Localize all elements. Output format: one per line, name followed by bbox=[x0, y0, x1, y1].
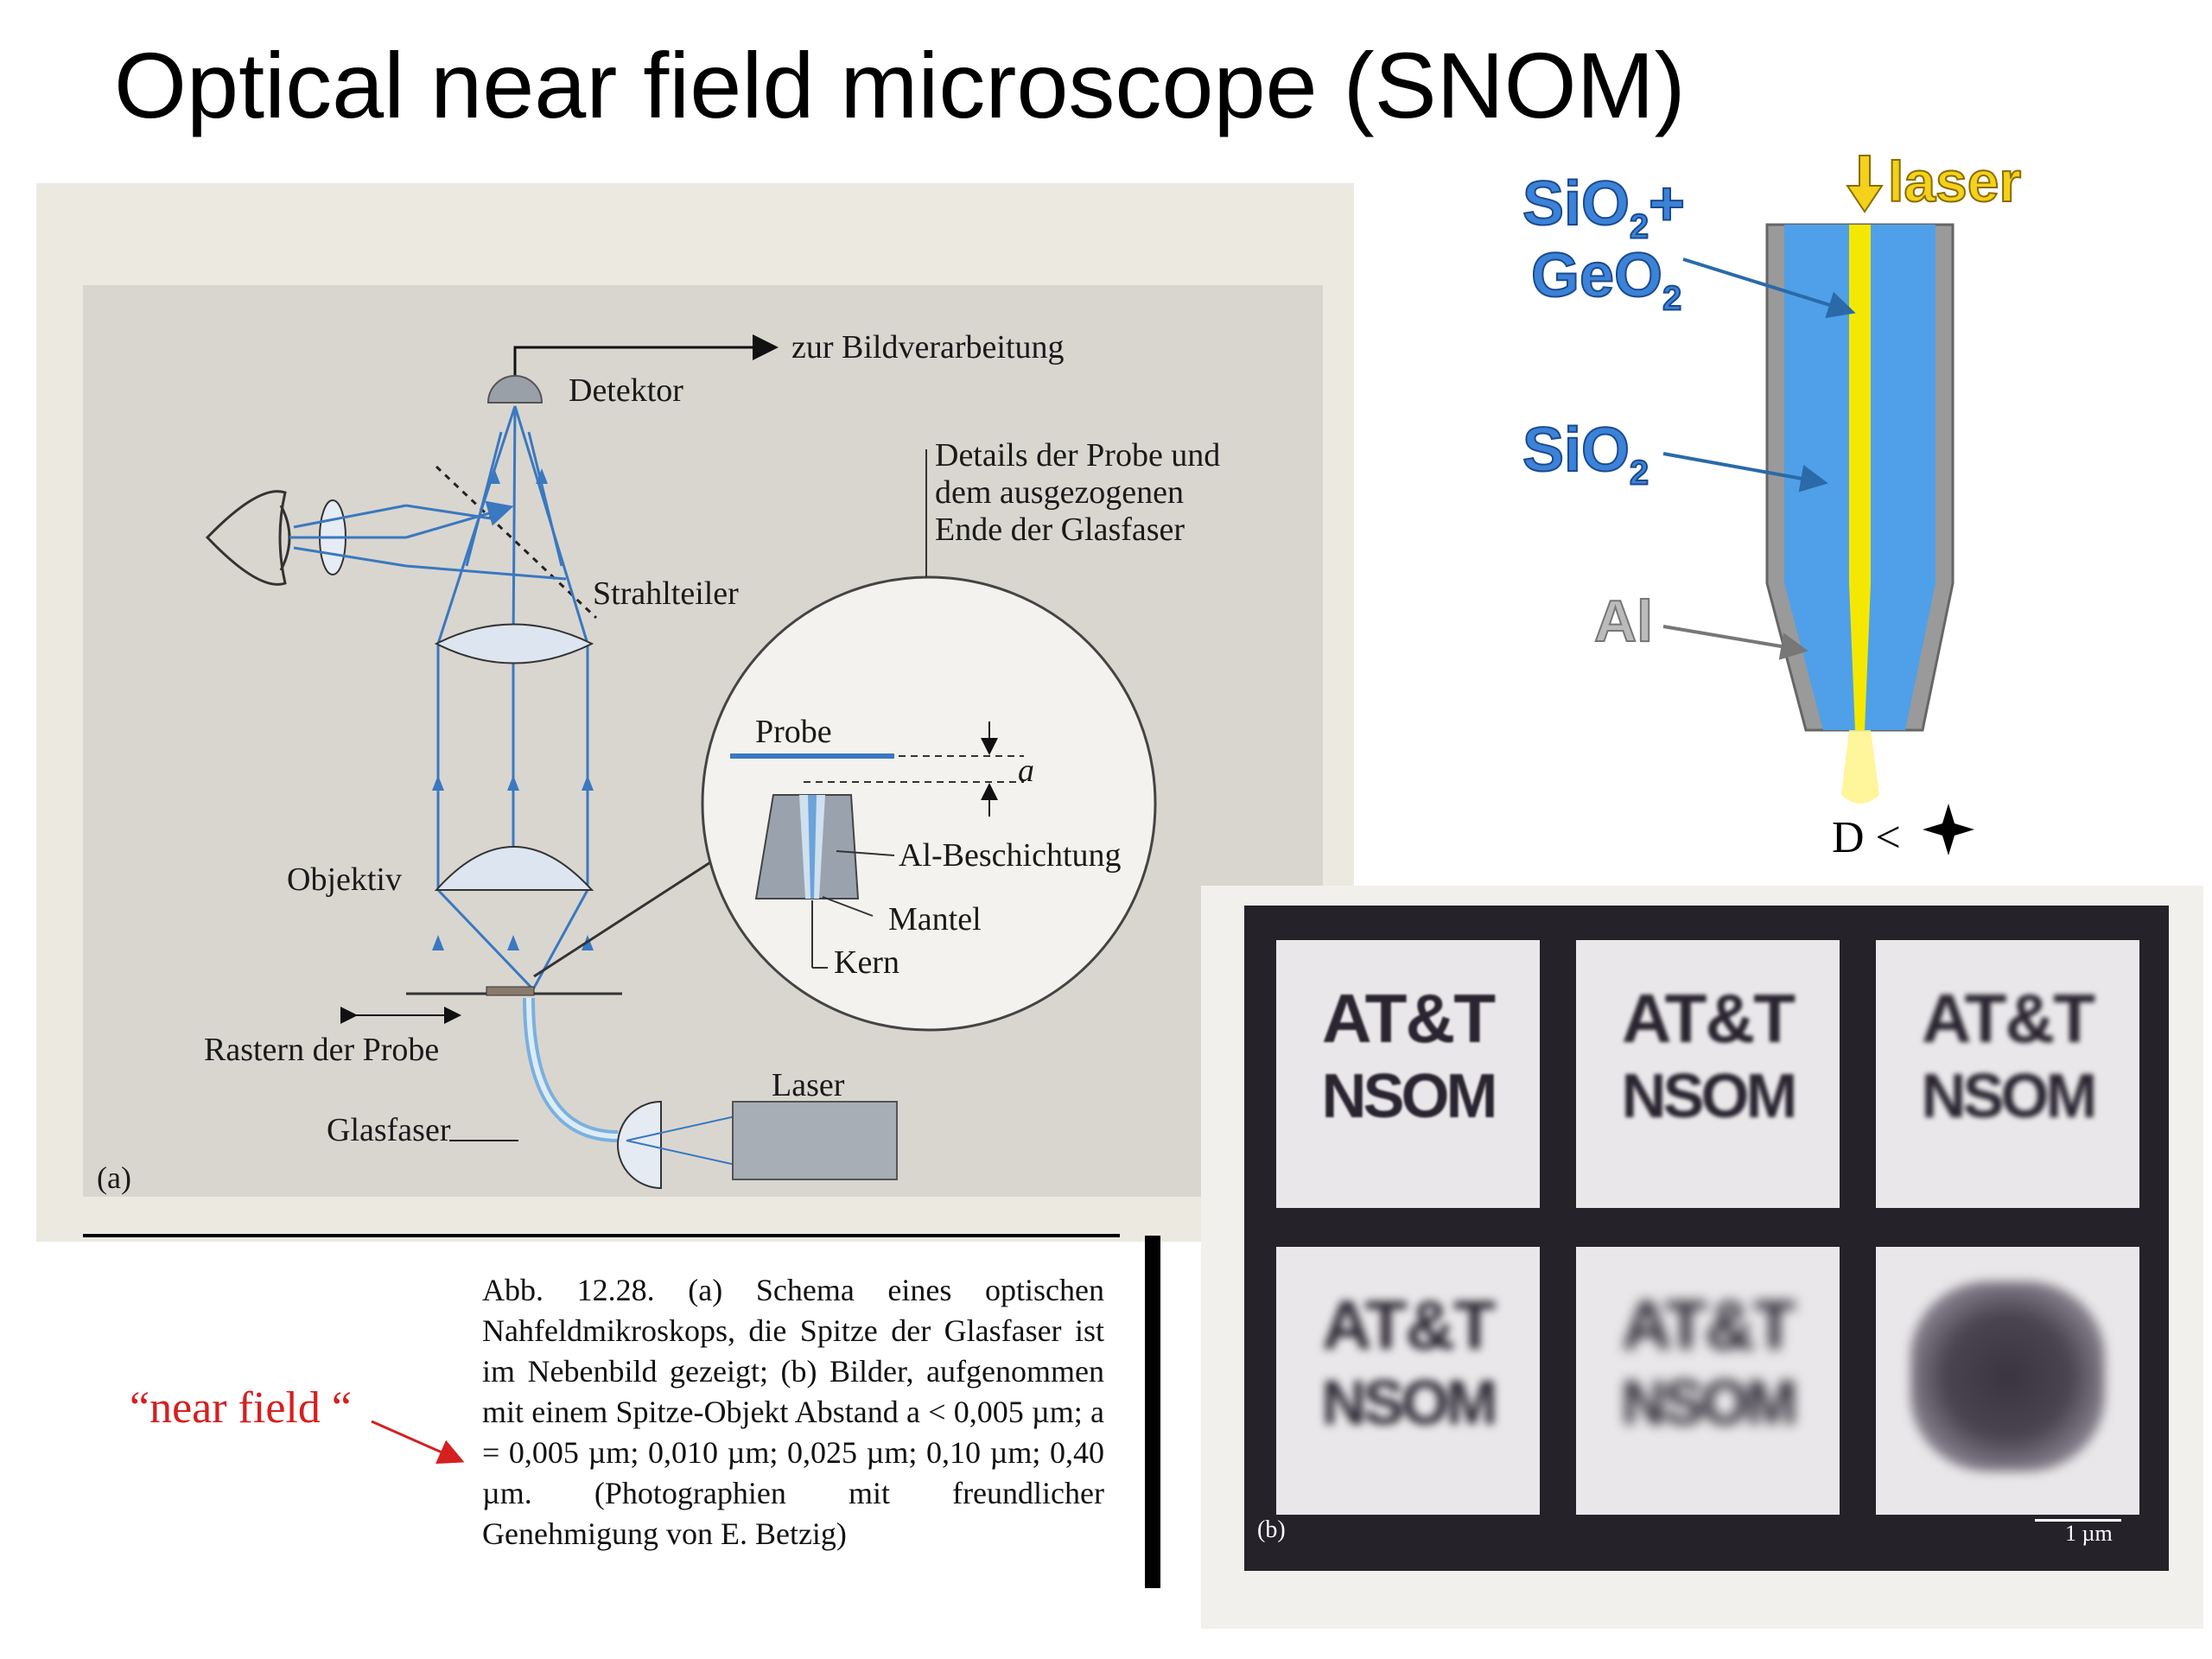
label-scanning: Rastern der Probe bbox=[204, 1032, 440, 1068]
label-laser-tip: laser bbox=[1887, 149, 2022, 214]
coupling-lens bbox=[617, 1100, 662, 1190]
label-sio2-geo2-line2: GeO2 bbox=[1530, 240, 1682, 318]
label-core: Kern bbox=[834, 944, 899, 981]
caption-bar bbox=[1145, 1236, 1160, 1588]
near-field-arrow bbox=[371, 1420, 465, 1465]
label-detector: Detektor bbox=[569, 372, 683, 409]
beam-splitter-line bbox=[435, 465, 598, 620]
image-tile-1: AT&T NSOM bbox=[1276, 940, 1540, 1208]
core-shape bbox=[1849, 225, 1871, 730]
tip-glow bbox=[1841, 730, 1879, 804]
label-laser: Laser bbox=[772, 1067, 845, 1103]
label-objective: Objektiv bbox=[287, 861, 402, 898]
label-al-coating: Al-Beschichtung bbox=[899, 837, 1122, 874]
label-scale: 1 µm bbox=[2065, 1521, 2113, 1546]
wavelength-icon bbox=[1923, 804, 1974, 855]
laser-arrow-icon bbox=[1846, 155, 1884, 213]
beam-paths bbox=[436, 405, 589, 991]
label-sio2: SiO2 bbox=[1522, 415, 1649, 493]
objective-lens bbox=[434, 846, 594, 891]
label-probe-details-1: Details der Probe und bbox=[935, 437, 1221, 474]
label-probe-details-2: dem ausgezogenen bbox=[935, 474, 1185, 511]
label-fiber: Glasfaser bbox=[327, 1112, 451, 1148]
image-tile-6 bbox=[1876, 1247, 2139, 1515]
label-mantle: Mantel bbox=[888, 901, 982, 938]
scale-bar bbox=[2035, 1519, 2121, 1522]
label-sio2-geo2-line1: SiO2+ bbox=[1522, 168, 1686, 246]
image-tile-2: AT&T NSOM bbox=[1576, 940, 1840, 1208]
slide-title: Optical near field microscope (SNOM) bbox=[114, 33, 1686, 137]
laser-box bbox=[732, 1101, 898, 1180]
output-arrow bbox=[513, 334, 779, 380]
label-panel-a: (a) bbox=[97, 1160, 131, 1195]
image-tile-5: AT&T NSOM bbox=[1576, 1247, 1840, 1515]
image-tile-3: AT&T NSOM bbox=[1876, 940, 2139, 1208]
label-distance-a: a bbox=[1018, 753, 1034, 789]
label-probe-details-3: Ende der Glasfaser bbox=[935, 512, 1185, 548]
label-al: Al bbox=[1593, 588, 1654, 655]
label-image-processing: zur Bildverarbeitung bbox=[791, 329, 1065, 365]
image-grid-frame: AT&T NSOM AT&T NSOM AT&T NSOM AT&T NSOM … bbox=[1244, 906, 2169, 1571]
label-size-relation: D < bbox=[1832, 813, 1901, 862]
upper-lens bbox=[434, 623, 594, 664]
eye-icon bbox=[205, 490, 287, 586]
figure-caption: Abb. 12.28. (a) Schema eines optischen N… bbox=[482, 1273, 1104, 1551]
fiber bbox=[523, 997, 619, 1142]
label-panel-b: (b) bbox=[1257, 1516, 1286, 1543]
image-tile-4: AT&T NSOM bbox=[1276, 1247, 1540, 1515]
fiber-tip-diagram bbox=[1662, 155, 1974, 855]
detector-icon bbox=[486, 375, 543, 404]
label-probe: Probe bbox=[755, 714, 832, 750]
sample bbox=[486, 986, 535, 996]
label-beam-splitter: Strahlteiler bbox=[593, 575, 739, 612]
near-field-annotation: “near field “ bbox=[130, 1383, 352, 1433]
tip-detail-circle bbox=[701, 575, 1157, 1032]
